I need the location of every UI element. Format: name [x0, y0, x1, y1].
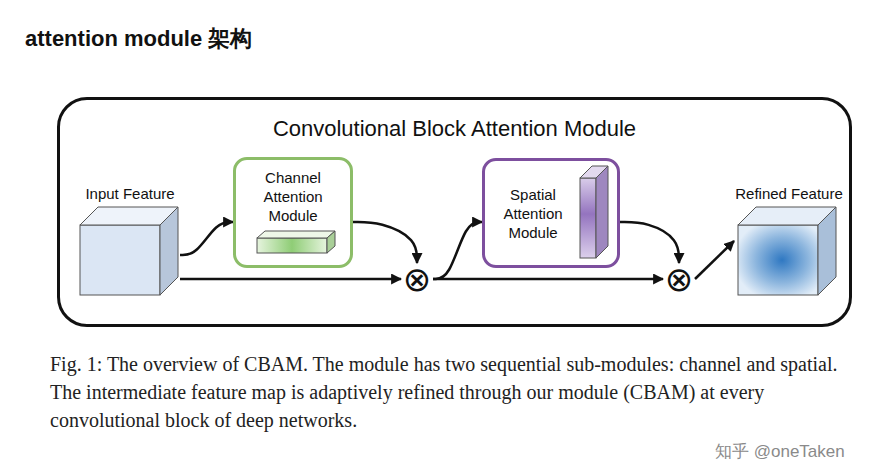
input-feature: Input Feature [80, 185, 180, 297]
page-title: attention module 架构 [25, 24, 252, 54]
flow-arrow [180, 278, 401, 281]
node-label: Refined Feature [734, 185, 844, 202]
flow-arrow [353, 222, 417, 263]
figure-caption: Fig. 1: The overview of CBAM. The module… [50, 350, 865, 434]
node-label: Spatial Attention Module [485, 161, 577, 242]
flow-arrow [433, 222, 482, 279]
flow-arrow [433, 278, 663, 281]
flow-arrow [695, 241, 734, 279]
spatial-attention-module: Spatial Attention Module [482, 158, 620, 268]
watermark: 知乎 @oneTaken [715, 440, 845, 463]
multiply-node: ⊗ [401, 263, 433, 295]
node-label: Channel Attention Module [236, 160, 350, 225]
node-label: ⊗ [401, 263, 433, 295]
multiply-node: ⊗ [663, 263, 695, 295]
flow-arrow [620, 222, 679, 263]
refined-feature: Refined Feature [734, 185, 844, 297]
channel-weight-bar [257, 231, 335, 253]
node-label: Input Feature [80, 185, 180, 202]
cbam-module-frame: Convolutional Block Attention ModuleInpu… [57, 97, 852, 327]
spatial-weight-slab [580, 166, 608, 258]
flow-arrow [180, 222, 233, 255]
input-cube [80, 207, 178, 295]
channel-attention-module: Channel Attention Module [233, 157, 353, 268]
node-label: Convolutional Block Attention Module [60, 116, 849, 142]
node-label: ⊗ [663, 263, 695, 295]
refined-cube [738, 207, 836, 295]
